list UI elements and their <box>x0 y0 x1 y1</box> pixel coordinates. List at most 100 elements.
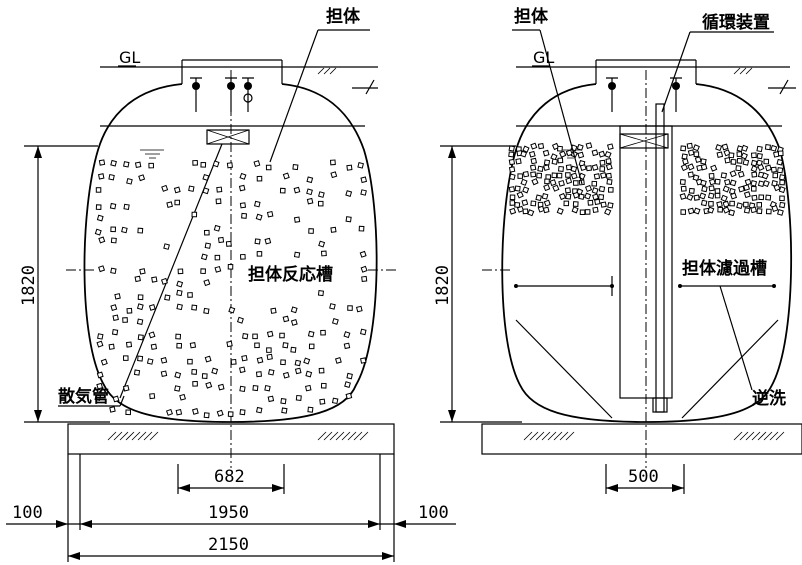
carrier-piece <box>776 208 784 216</box>
carrier-piece <box>345 216 352 223</box>
carrier-piece <box>743 207 751 214</box>
carrier-piece <box>148 162 154 169</box>
carrier-piece <box>266 347 272 353</box>
carrier-piece <box>98 265 106 273</box>
carrier-piece <box>779 201 786 209</box>
left-diffuser-box <box>206 129 250 145</box>
carrier-piece <box>242 333 249 340</box>
carrier-piece <box>557 157 564 164</box>
dim-height-right: 1820 <box>433 265 453 306</box>
carrier-piece <box>740 152 748 160</box>
carrier-piece <box>688 187 695 194</box>
carrier-piece <box>551 158 558 165</box>
carrier-piece <box>255 213 263 221</box>
carrier-piece <box>307 330 315 338</box>
carrier-piece <box>126 177 133 185</box>
carrier-piece <box>255 371 262 378</box>
carrier-piece <box>98 236 106 244</box>
carrier-piece <box>514 185 521 192</box>
carrier-piece <box>509 173 516 181</box>
carrier-piece <box>743 184 751 192</box>
dim-inner-right: 500 <box>628 467 659 487</box>
carrier-piece <box>551 172 558 179</box>
carrier-piece <box>729 170 737 178</box>
carrier-piece <box>346 372 353 380</box>
carrier-piece <box>306 188 313 196</box>
carrier-piece <box>108 343 115 350</box>
carrier-piece <box>216 409 224 417</box>
carrier-piece <box>253 160 261 168</box>
carrier-piece <box>541 192 549 200</box>
carrier-piece <box>757 163 765 172</box>
left-outlet-pipe <box>352 79 378 95</box>
carrier-piece <box>200 268 207 275</box>
carrier-piece <box>239 366 246 374</box>
carrier-piece <box>687 207 695 215</box>
carrier-piece <box>95 187 102 193</box>
carrier-piece <box>579 164 587 172</box>
carrier-piece <box>227 263 234 270</box>
carrier-piece <box>216 186 223 193</box>
carrier-piece <box>290 319 298 326</box>
carrier-piece <box>572 191 580 199</box>
carrier-piece <box>693 194 700 201</box>
left-valves <box>190 77 254 112</box>
carrier-piece <box>693 151 700 158</box>
dim-682-arrows <box>178 484 284 492</box>
carrier-piece <box>604 150 612 159</box>
carrier-piece <box>750 159 758 167</box>
carrier-piece <box>730 158 737 165</box>
carrier-piece <box>591 187 599 195</box>
carrier-piece <box>542 206 550 214</box>
carrier-piece <box>136 318 144 325</box>
carrier-piece <box>591 164 599 171</box>
carrier-piece <box>743 201 749 208</box>
carrier-piece <box>98 173 105 180</box>
carrier-piece <box>522 145 530 153</box>
carrier-piece <box>708 172 715 179</box>
carrier-piece <box>96 214 104 222</box>
carrier-piece <box>737 170 745 178</box>
carrier-piece <box>256 175 263 182</box>
carrier-piece <box>252 385 259 392</box>
carrier-piece <box>148 303 156 311</box>
carrier-piece <box>517 173 523 179</box>
carrier-piece <box>110 226 117 233</box>
carrier-piece <box>137 227 144 234</box>
carrier-piece <box>584 209 591 215</box>
carrier-piece <box>191 304 198 311</box>
carrier-piece <box>728 187 736 195</box>
left-pipe-leader-tick <box>119 395 125 407</box>
carrier-piece <box>765 194 772 201</box>
carrier-piece <box>137 294 144 301</box>
carrier-piece <box>239 253 246 260</box>
carrier-piece <box>735 165 742 172</box>
carrier-piece <box>543 199 551 207</box>
carrier-piece <box>320 250 327 257</box>
carrier-piece <box>100 358 108 366</box>
carrier-piece <box>535 194 543 202</box>
right-circulation-pipe <box>655 103 665 413</box>
right-gl-label: GL <box>533 48 554 67</box>
carrier-piece <box>241 354 248 362</box>
carrier-piece <box>202 173 210 181</box>
carrier-piece <box>565 164 572 171</box>
carrier-piece <box>756 202 762 208</box>
left-aeration-pipe <box>119 143 223 399</box>
carrier-piece <box>729 179 737 187</box>
carrier-piece <box>750 165 758 173</box>
carrier-piece <box>189 342 197 349</box>
carrier-piece <box>522 186 530 194</box>
carrier-piece <box>716 201 723 208</box>
carrier-piece <box>202 187 210 195</box>
carrier-piece <box>556 172 563 179</box>
carrier-piece <box>707 206 715 214</box>
carrier-piece <box>572 180 579 186</box>
carrier-piece <box>599 159 606 166</box>
carrier-piece <box>508 158 516 166</box>
carrier-piece <box>557 165 565 172</box>
carrier-piece <box>521 199 529 206</box>
carrier-piece <box>751 171 758 178</box>
carrier-piece <box>360 357 367 364</box>
carrier-piece <box>770 166 777 173</box>
